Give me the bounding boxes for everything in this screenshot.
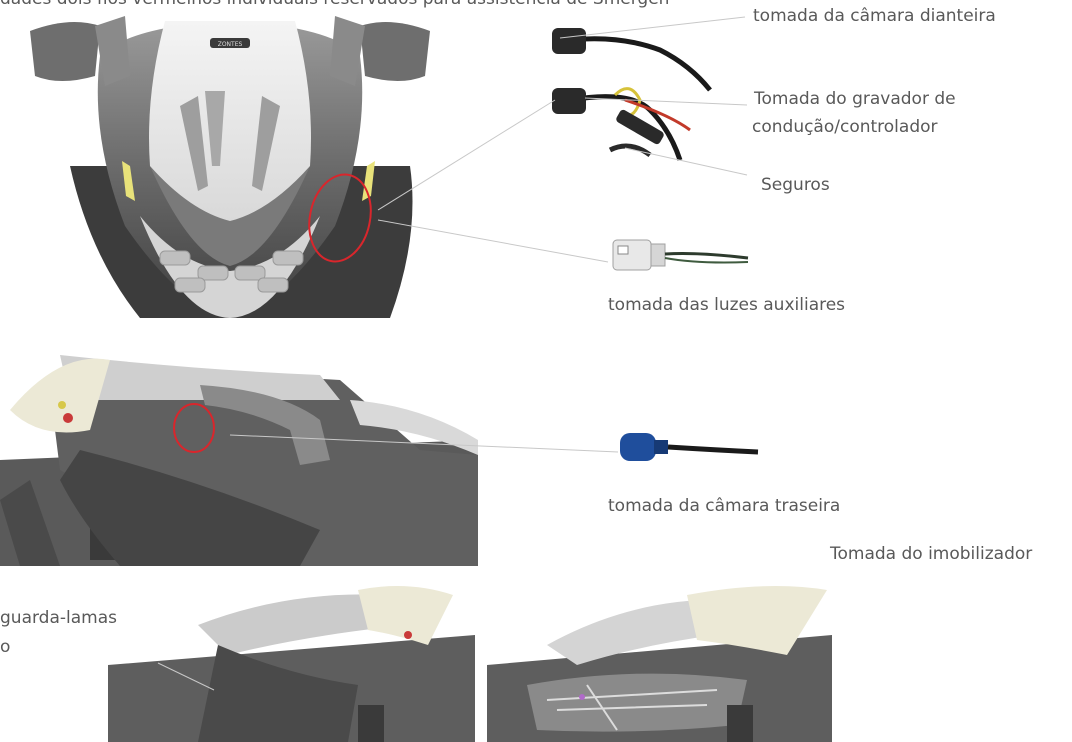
recorder-label-line1: Tomada do gravador de bbox=[754, 88, 956, 110]
fender-label-line2: o bbox=[0, 636, 10, 658]
immobilizer-label: Tomada do imobilizador bbox=[830, 543, 1032, 565]
fender-label-line1: guarda-lamas bbox=[0, 607, 117, 629]
rear-camera-label: tomada da câmara traseira bbox=[608, 495, 840, 517]
brand-logo: ZONTES bbox=[218, 41, 243, 48]
front-scooter-illustration: ZONTES bbox=[30, 16, 430, 318]
bottom-right-rear-illustration bbox=[487, 585, 832, 742]
aux-light-plug-illustration bbox=[608, 232, 753, 282]
recorder-label-line2: condução/controlador bbox=[752, 116, 938, 138]
fuses-label: Seguros bbox=[761, 174, 830, 196]
bottom-left-rear-illustration bbox=[108, 585, 475, 742]
connector-bundle-illustration bbox=[540, 20, 720, 190]
rear-scooter-illustration bbox=[0, 330, 478, 566]
aux-lights-label: tomada das luzes auxiliares bbox=[608, 294, 845, 316]
front-camera-label: tomada da câmara dianteira bbox=[753, 5, 996, 27]
cut-off-top-text: dades dois fios vermelhos individuais re… bbox=[0, 0, 669, 10]
rear-camera-plug-illustration bbox=[616, 428, 761, 468]
